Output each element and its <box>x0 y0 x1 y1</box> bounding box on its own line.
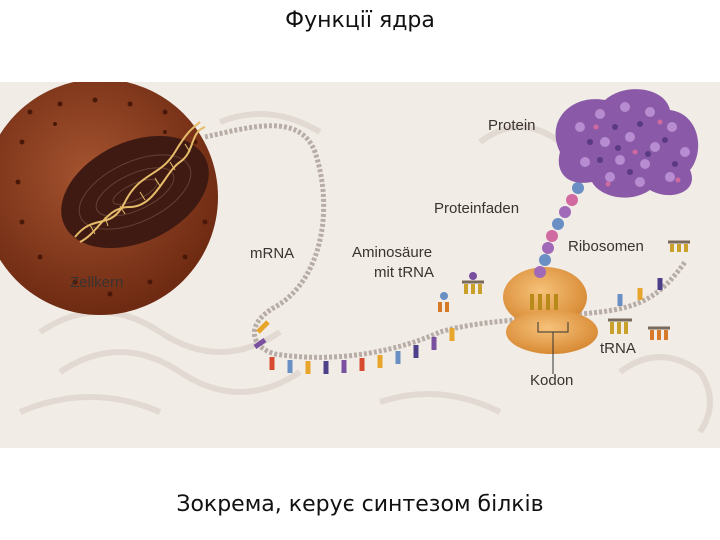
ribosome-label: Ribosomen <box>568 238 644 255</box>
protein-label: Protein <box>488 117 536 134</box>
codon-bracket <box>537 322 569 374</box>
protein-chain <box>534 182 584 278</box>
trna-label: tRNA <box>600 340 636 357</box>
slide-title: Функції ядра <box>285 8 435 33</box>
nucleus-label: Zellkern <box>70 274 124 291</box>
nucleus <box>0 82 218 315</box>
protein-synthesis-diagram: Zellkern m​RNA Aminosäure mit tRNA Prote… <box>0 82 720 448</box>
protein-chain-label: Proteinfaden <box>434 200 520 217</box>
amino-acid-label-line1: Aminosäure <box>352 244 433 261</box>
trna-free <box>438 240 690 340</box>
folded-protein <box>555 89 699 198</box>
diagram-canvas <box>0 82 713 434</box>
mrna-strand <box>204 123 688 374</box>
background-organelles <box>18 111 713 434</box>
ribosome <box>503 267 598 354</box>
mrna-label: m​RNA <box>250 245 295 262</box>
slide-caption: Зокрема, керує синтезом білків <box>176 492 544 517</box>
amino-acid-label-line2: mit tRNA <box>374 264 434 281</box>
codon-label: Kodon <box>530 372 574 389</box>
